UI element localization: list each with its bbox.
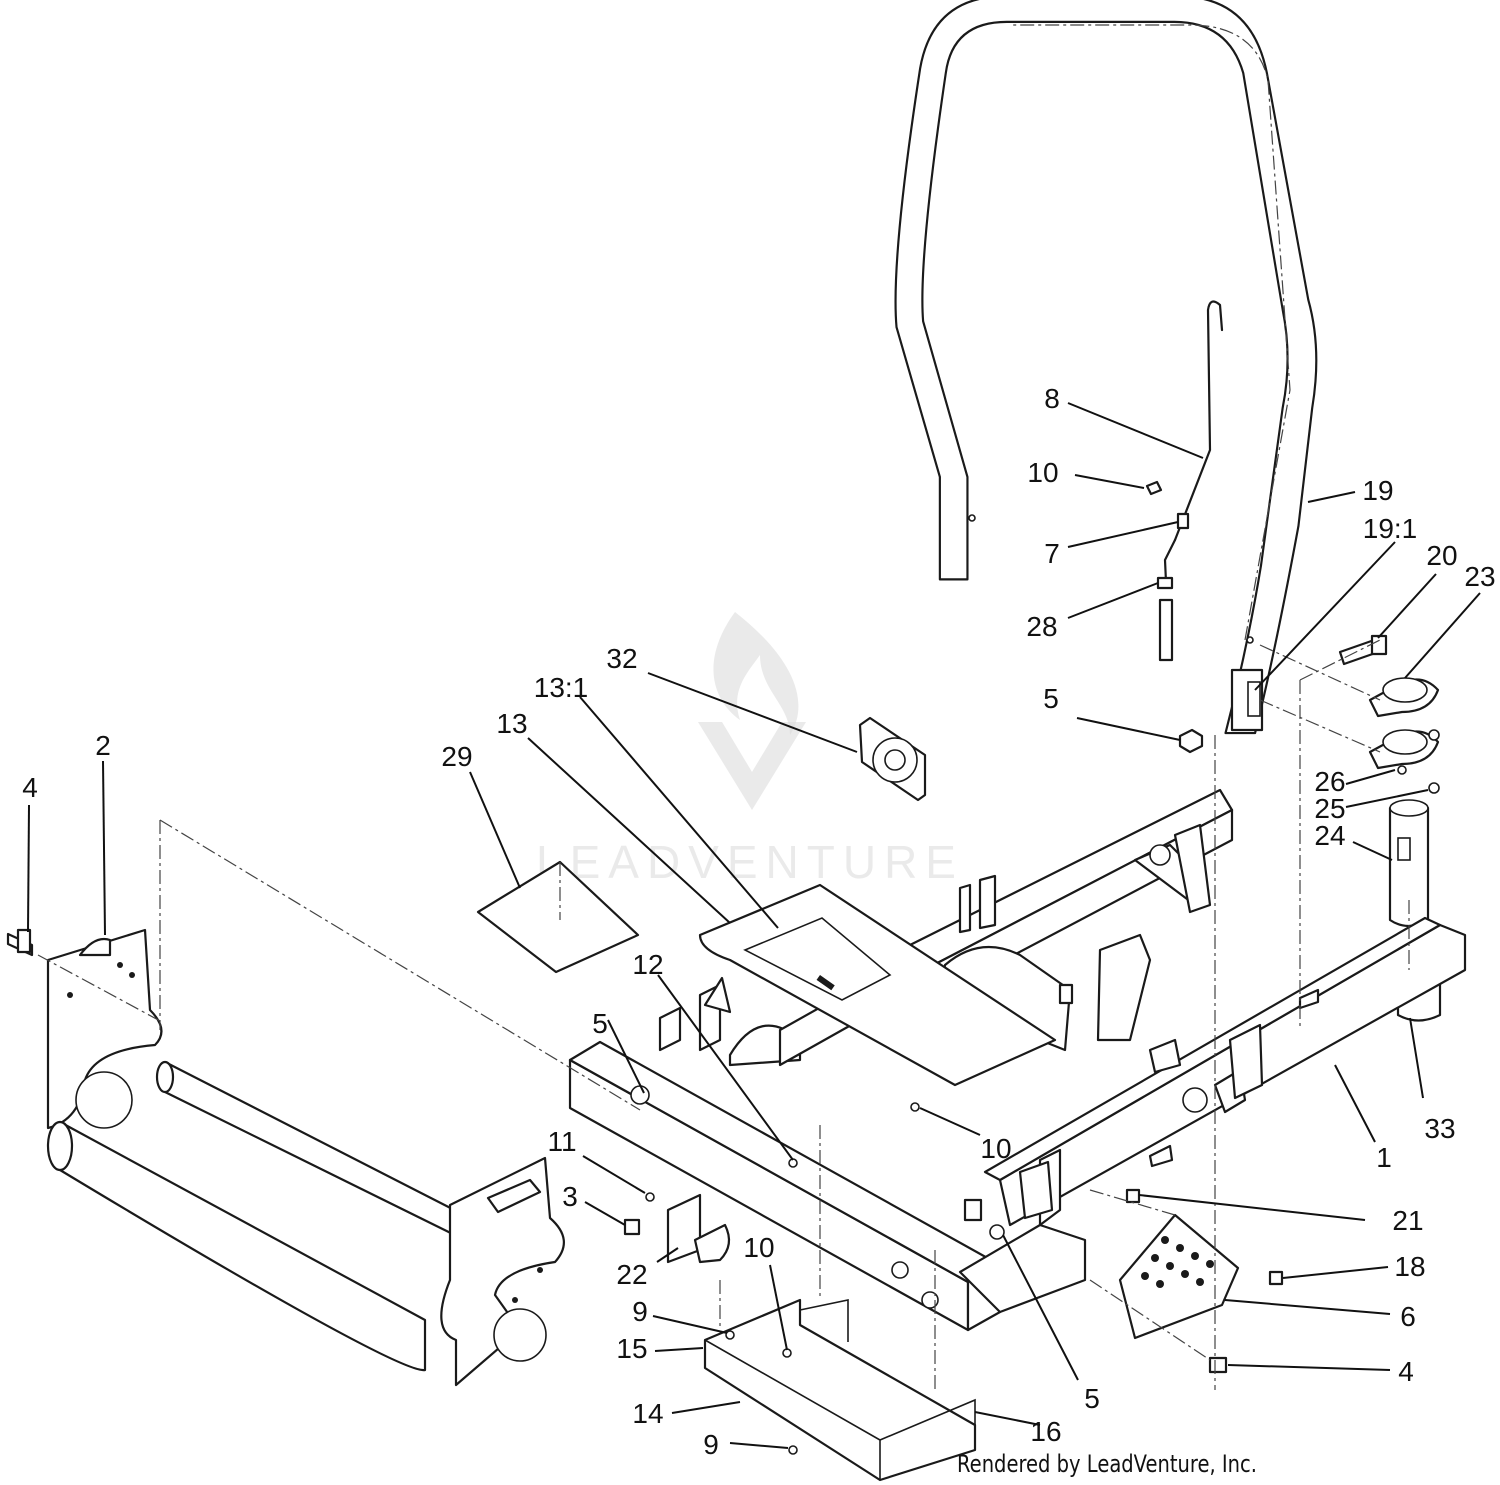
callout-4-left: 4 bbox=[22, 772, 38, 803]
callout-6: 6 bbox=[1400, 1301, 1416, 1332]
step-plate bbox=[1118, 1213, 1240, 1340]
callout-33: 33 bbox=[1424, 1113, 1455, 1144]
callout-9-top: 9 bbox=[632, 1296, 648, 1327]
callout-5-bottom: 5 bbox=[1084, 1383, 1100, 1414]
render-credit: Rendered by LeadVenture, Inc. bbox=[957, 1450, 1257, 1478]
callout-19-1: 19:1 bbox=[1363, 513, 1418, 544]
callout-19: 19 bbox=[1362, 475, 1393, 506]
callout-21: 21 bbox=[1392, 1205, 1423, 1236]
callout-2: 2 bbox=[95, 730, 111, 761]
callout-20: 20 bbox=[1426, 540, 1457, 571]
seat-pan bbox=[698, 883, 1057, 1087]
fasteners bbox=[6, 728, 1284, 1455]
callout-23: 23 bbox=[1464, 561, 1495, 592]
roll-bar bbox=[894, 0, 1318, 735]
callout-32: 32 bbox=[606, 643, 637, 674]
mount-bracket bbox=[666, 1193, 731, 1264]
callout-13: 13 bbox=[496, 708, 527, 739]
alignment-lines bbox=[37, 639, 1410, 1390]
callout-24: 24 bbox=[1314, 820, 1345, 851]
front-axle-assembly bbox=[46, 928, 565, 1387]
step-holes bbox=[1141, 1236, 1214, 1288]
callout-labels: 8 10 19 19:1 7 20 23 28 32 13:1 5 13 2 2… bbox=[22, 383, 1495, 1460]
callout-26: 26 bbox=[1314, 766, 1345, 797]
callout-29: 29 bbox=[441, 741, 472, 772]
leader-lines bbox=[27, 402, 1481, 1449]
callout-11: 11 bbox=[547, 1126, 576, 1157]
flame-logo-icon bbox=[698, 612, 806, 810]
latch-rod bbox=[1145, 300, 1224, 662]
callout-10-seat: 10 bbox=[980, 1133, 1011, 1164]
main-frame bbox=[568, 788, 1467, 1332]
callout-28: 28 bbox=[1026, 611, 1057, 642]
callout-9-bottom: 9 bbox=[703, 1429, 719, 1460]
decal-sheet bbox=[476, 860, 640, 974]
callout-8: 8 bbox=[1044, 383, 1060, 414]
callout-16: 16 bbox=[1030, 1416, 1061, 1447]
bearing-bracket bbox=[858, 716, 927, 802]
callout-4-right: 4 bbox=[1398, 1356, 1414, 1387]
callout-10-rod: 10 bbox=[1027, 457, 1058, 488]
callout-7: 7 bbox=[1044, 538, 1060, 569]
callout-10-tray: 10 bbox=[743, 1232, 774, 1263]
callout-22: 22 bbox=[616, 1259, 647, 1290]
battery-tray bbox=[703, 1298, 977, 1482]
callout-25: 25 bbox=[1314, 793, 1345, 824]
watermark: LEADVENTURE bbox=[536, 612, 964, 888]
callout-5-left: 5 bbox=[592, 1008, 608, 1039]
callout-1: 1 bbox=[1376, 1142, 1392, 1173]
callout-18: 18 bbox=[1394, 1251, 1425, 1282]
callout-13-1: 13:1 bbox=[534, 672, 589, 703]
watermark-text: LEADVENTURE bbox=[536, 836, 964, 888]
callout-12: 12 bbox=[632, 949, 663, 980]
callout-5-top: 5 bbox=[1043, 683, 1059, 714]
callout-15: 15 bbox=[616, 1333, 647, 1364]
callout-14: 14 bbox=[632, 1398, 663, 1429]
callout-3: 3 bbox=[562, 1181, 578, 1212]
